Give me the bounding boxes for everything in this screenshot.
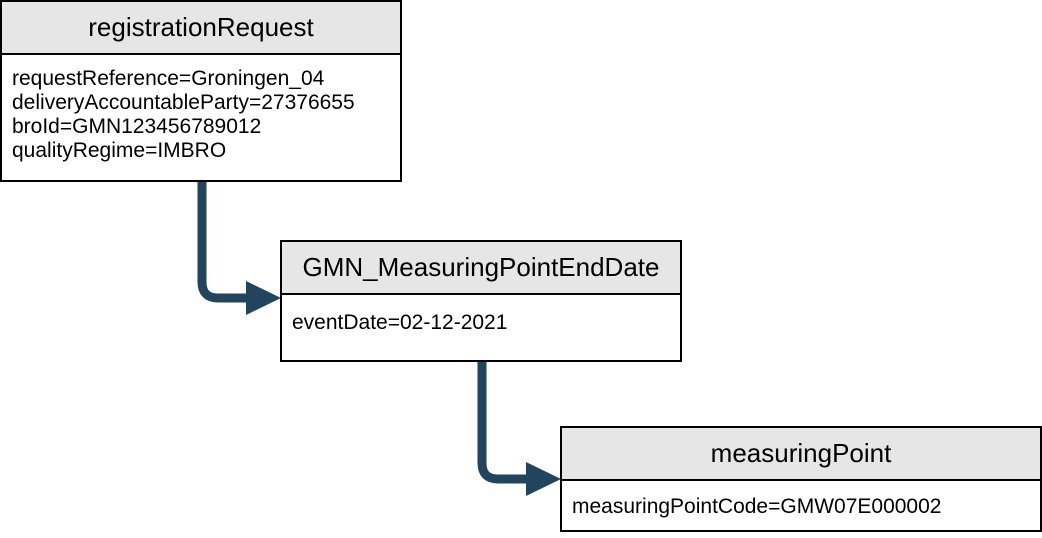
registration-request-attributes: requestReference=Groningen_04 deliveryAc… [2,55,400,180]
attr-measuring-point-code: measuringPointCode=GMW07E000002 [572,495,942,518]
measuring-point-box[interactable]: measuringPoint measuringPointCode=GMW07E… [560,426,1042,532]
measuring-point-end-date-title: GMN_MeasuringPointEndDate [282,242,680,295]
attr-request-reference: requestReference=Groningen_04 [12,67,325,90]
connector-registration-to-enddate [197,182,281,315]
measuring-point-attributes: measuringPointCode=GMW07E000002 [562,481,1040,530]
attr-quality-regime: qualityRegime=IMBRO [12,139,227,162]
attr-event-date: eventDate=02-12-2021 [292,311,508,334]
connector-enddate-to-measuringpoint [477,362,561,496]
attr-delivery-accountable-party: deliveryAccountableParty=27376655 [12,91,355,114]
measuring-point-title: measuringPoint [562,428,1040,481]
measuring-point-end-date-box[interactable]: GMN_MeasuringPointEndDate eventDate=02-1… [280,240,682,362]
registration-request-title: registrationRequest [2,2,400,55]
measuring-point-end-date-attributes: eventDate=02-12-2021 [282,295,680,360]
registration-request-box[interactable]: registrationRequest requestReference=Gro… [0,0,402,182]
attr-bro-id: broId=GMN123456789012 [12,115,262,138]
